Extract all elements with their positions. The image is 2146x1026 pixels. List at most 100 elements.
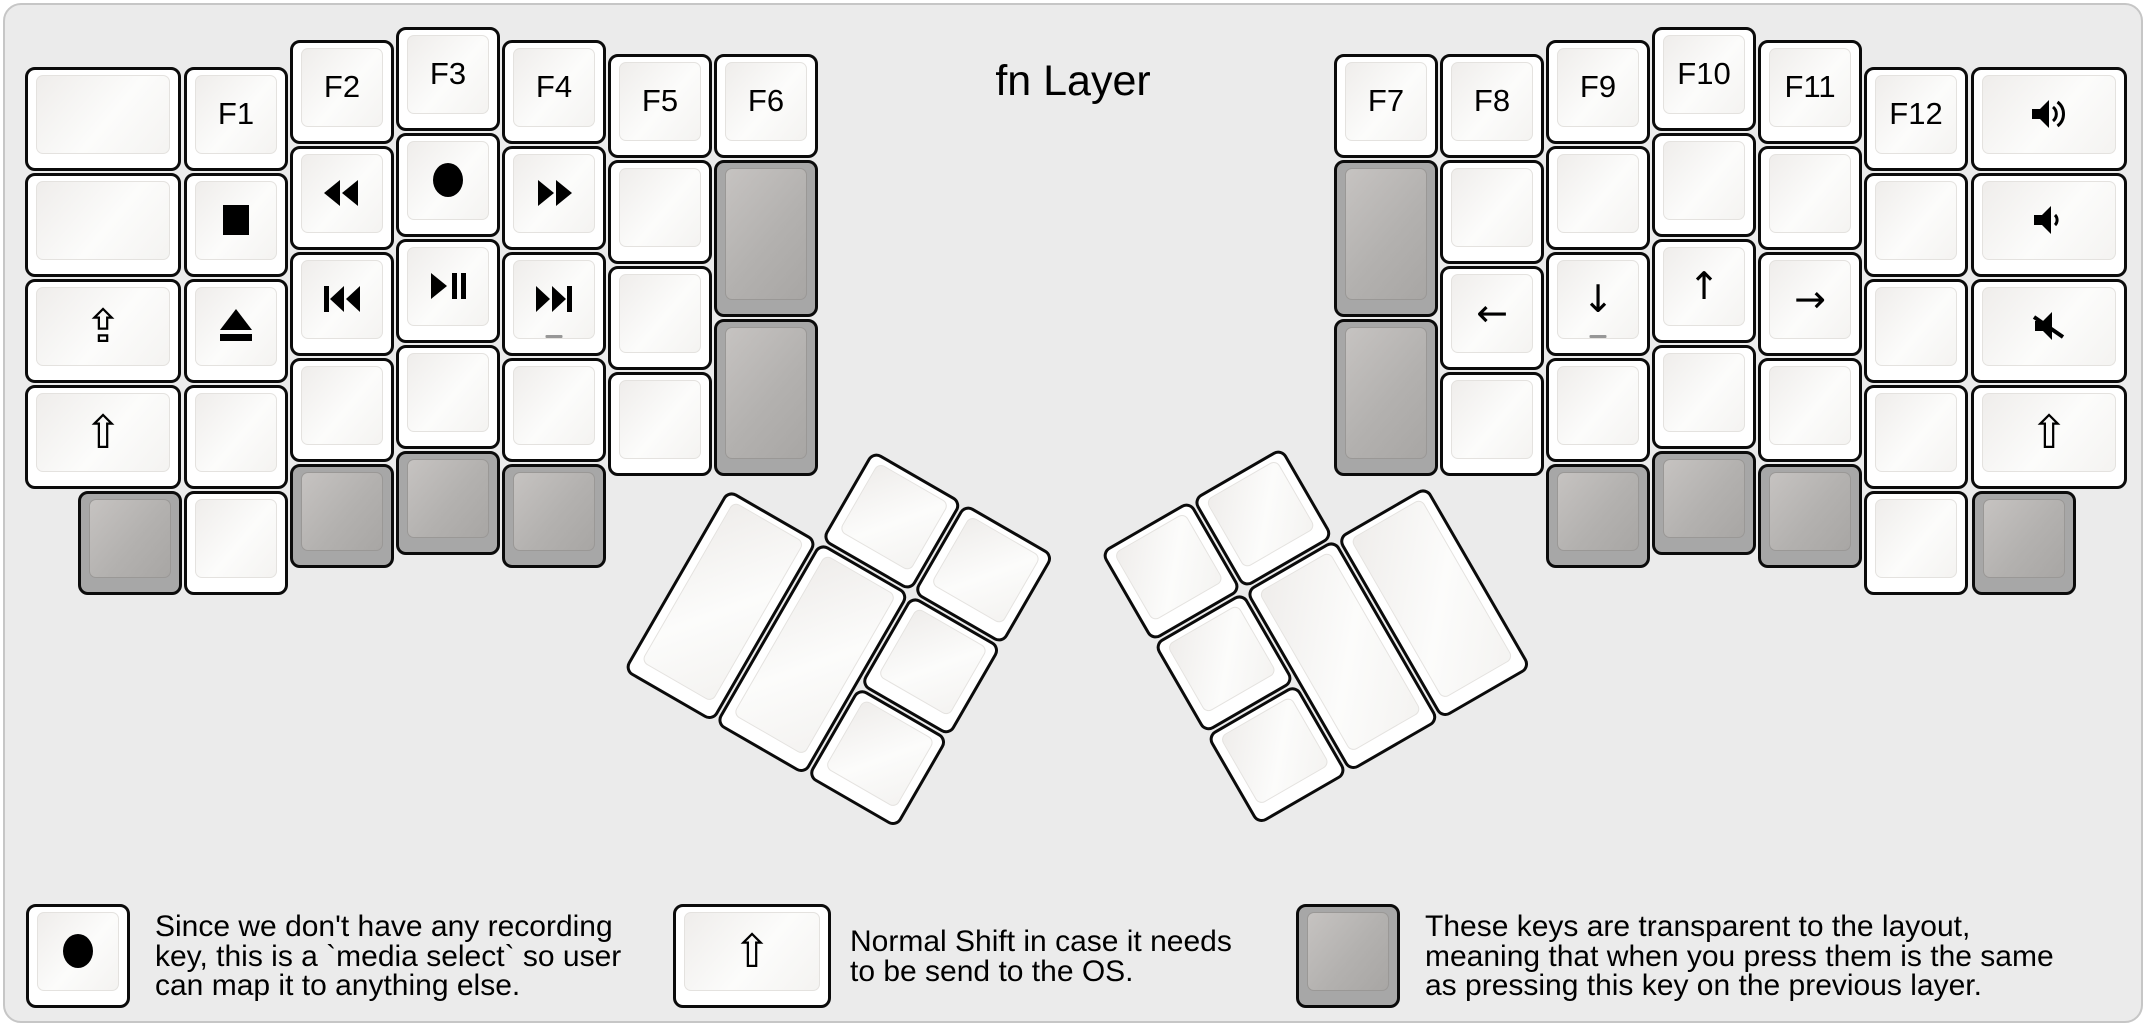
key-blank[interactable]	[1652, 345, 1756, 449]
key-blank[interactable]	[1864, 173, 1968, 277]
keycap-surface	[407, 35, 489, 114]
legend-note-shift: Normal Shift in case it needs to be send…	[850, 927, 1232, 986]
key-blank[interactable]	[608, 266, 712, 370]
key-blank[interactable]	[184, 491, 288, 595]
key-blank[interactable]	[1758, 146, 1862, 250]
key-blank[interactable]	[1546, 358, 1650, 462]
keycap-surface	[1982, 393, 2116, 472]
key-label: F12	[1889, 96, 1943, 131]
key-volume-up[interactable]	[1971, 67, 2127, 171]
legend-key-transparent[interactable]	[1296, 904, 1400, 1008]
key-prev-track[interactable]	[290, 252, 394, 356]
shift-icon: ⇧	[732, 924, 772, 978]
keycap-surface	[1345, 327, 1427, 459]
key-transparent[interactable]	[1758, 464, 1862, 568]
key-transparent[interactable]	[714, 160, 818, 317]
key-transparent[interactable]	[502, 464, 606, 568]
key-blank[interactable]	[1864, 491, 1968, 595]
key-arrow-up[interactable]: ↑	[1652, 239, 1756, 343]
keycap-surface	[619, 380, 701, 459]
keycap-surface	[301, 366, 383, 445]
legend-note-line: These keys are transparent to the layout…	[1425, 910, 1971, 943]
key-transparent[interactable]	[1334, 160, 1438, 317]
key-f10[interactable]: F10	[1652, 27, 1756, 131]
key-f8[interactable]: F8	[1440, 54, 1544, 158]
key-f11[interactable]: F11	[1758, 40, 1862, 144]
key-label: F1	[217, 96, 255, 131]
key-volume-down[interactable]	[1971, 173, 2127, 277]
key-blank[interactable]	[1652, 133, 1756, 237]
key-eject[interactable]	[184, 279, 288, 383]
key-f3[interactable]: F3	[396, 27, 500, 131]
rewind-icon	[293, 149, 391, 237]
key-transparent[interactable]	[290, 464, 394, 568]
key-record[interactable]	[396, 133, 500, 237]
key-blank[interactable]	[396, 345, 500, 449]
key-mute[interactable]	[1971, 279, 2127, 383]
key-arrow-left[interactable]: ←	[1440, 266, 1544, 370]
key-f2[interactable]: F2	[290, 40, 394, 144]
key-shift[interactable]: ⇧	[1971, 385, 2127, 489]
keycap-surface	[1557, 154, 1639, 233]
key-blank[interactable]	[25, 67, 181, 171]
key-play-pause[interactable]	[396, 239, 500, 343]
key-blank[interactable]	[1864, 385, 1968, 489]
key-stop[interactable]	[184, 173, 288, 277]
key-blank[interactable]	[290, 358, 394, 462]
key-f4[interactable]: F4	[502, 40, 606, 144]
record-icon	[399, 136, 497, 224]
shift-icon: ⇧	[83, 405, 123, 459]
key-fast-forward[interactable]	[502, 146, 606, 250]
keycap-surface	[513, 366, 595, 445]
keycap-surface	[36, 75, 170, 154]
keycap-surface	[1769, 154, 1851, 233]
legend-note-line: can map it to anything else.	[155, 969, 521, 1002]
key-blank[interactable]	[608, 372, 712, 476]
key-arrow-right[interactable]: →	[1758, 252, 1862, 356]
key-blank[interactable]	[1864, 279, 1968, 383]
key-transparent[interactable]	[1334, 319, 1438, 476]
legend-note-transparent: These keys are transparent to the layout…	[1425, 912, 2054, 1001]
keycap-surface	[1557, 366, 1639, 445]
key-rewind[interactable]	[290, 146, 394, 250]
key-transparent[interactable]	[1652, 451, 1756, 555]
key-f5[interactable]: F5	[608, 54, 712, 158]
keycap-surface	[1113, 512, 1225, 622]
key-f9[interactable]: F9	[1546, 40, 1650, 144]
key-transparent[interactable]	[78, 491, 182, 595]
key-blank[interactable]	[184, 385, 288, 489]
key-f7[interactable]: F7	[1334, 54, 1438, 158]
key-blank[interactable]	[1440, 160, 1544, 264]
keycap-surface	[407, 247, 489, 326]
key-arrow-down[interactable]: ↓	[1546, 252, 1650, 356]
keycap-surface	[1663, 141, 1745, 220]
key-transparent[interactable]	[714, 319, 818, 476]
key-blank[interactable]	[1546, 146, 1650, 250]
keycap-surface	[1663, 35, 1745, 114]
key-next-track[interactable]	[502, 252, 606, 356]
key-blank[interactable]	[608, 160, 712, 264]
volume-up-icon	[1974, 70, 2124, 158]
key-f1[interactable]: F1	[184, 67, 288, 171]
key-blank[interactable]	[25, 173, 181, 277]
key-blank[interactable]	[1440, 372, 1544, 476]
keycap-surface	[1451, 62, 1533, 141]
keycap-surface	[1307, 912, 1389, 991]
keycap-surface	[619, 274, 701, 353]
keycap-surface	[1875, 393, 1957, 472]
key-transparent[interactable]	[396, 451, 500, 555]
key-caps-lock[interactable]: ⇪	[25, 279, 181, 383]
legend-key-record[interactable]	[26, 904, 130, 1008]
key-f6[interactable]: F6	[714, 54, 818, 158]
legend-key-shift[interactable]: ⇧	[673, 904, 831, 1008]
keycap-surface	[36, 287, 170, 366]
key-blank[interactable]	[1758, 358, 1862, 462]
key-label: F4	[535, 69, 573, 104]
key-shift[interactable]: ⇧	[25, 385, 181, 489]
key-transparent[interactable]	[1972, 491, 2076, 595]
key-blank[interactable]	[502, 358, 606, 462]
key-f12[interactable]: F12	[1864, 67, 1968, 171]
keyboard: fn Layer Since we don't have any recordi…	[3, 3, 2143, 1023]
keycap-surface	[36, 181, 170, 260]
key-transparent[interactable]	[1546, 464, 1650, 568]
